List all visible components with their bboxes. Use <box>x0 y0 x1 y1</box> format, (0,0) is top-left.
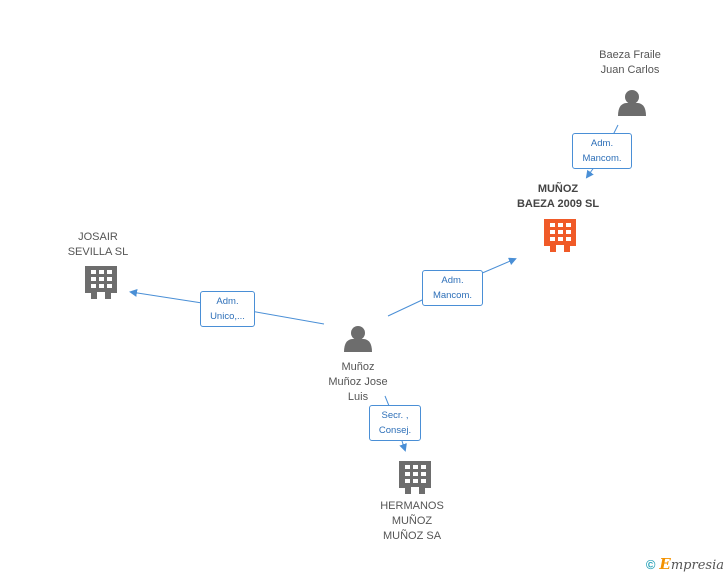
edge-label-adm-mancom[interactable]: Adm. Mancom. <box>422 270 483 306</box>
node-label-baeza-fraile[interactable]: Baeza Fraile Juan Carlos <box>599 49 661 76</box>
node-label-josair[interactable]: JOSAIR SEVILLA SL <box>67 231 129 258</box>
footer-brand: © Empresia <box>646 555 724 573</box>
copyright-icon: © <box>645 556 656 572</box>
person-icon[interactable] <box>344 326 372 352</box>
building-icon[interactable] <box>399 461 431 494</box>
node-label-munoz-baeza[interactable]: MUÑOZ BAEZA 2009 SL <box>516 183 600 210</box>
building-icon[interactable] <box>544 219 576 252</box>
empresia-logo: Empresia <box>659 555 724 573</box>
edge-label-adm-mancom[interactable]: Adm. Mancom. <box>572 133 632 169</box>
node-label-hermanos[interactable]: HERMANOS MUÑOZ MUÑOZ SA <box>380 500 444 542</box>
node-label-munoz-jose[interactable]: Muñoz Muñoz Jose Luis <box>328 361 388 403</box>
building-icon[interactable] <box>85 266 117 299</box>
person-icon[interactable] <box>618 90 646 116</box>
edge-label-secr-consej[interactable]: Secr. , Consej. <box>369 405 421 441</box>
edge-label-adm-unico[interactable]: Adm. Unico,... <box>200 291 255 327</box>
